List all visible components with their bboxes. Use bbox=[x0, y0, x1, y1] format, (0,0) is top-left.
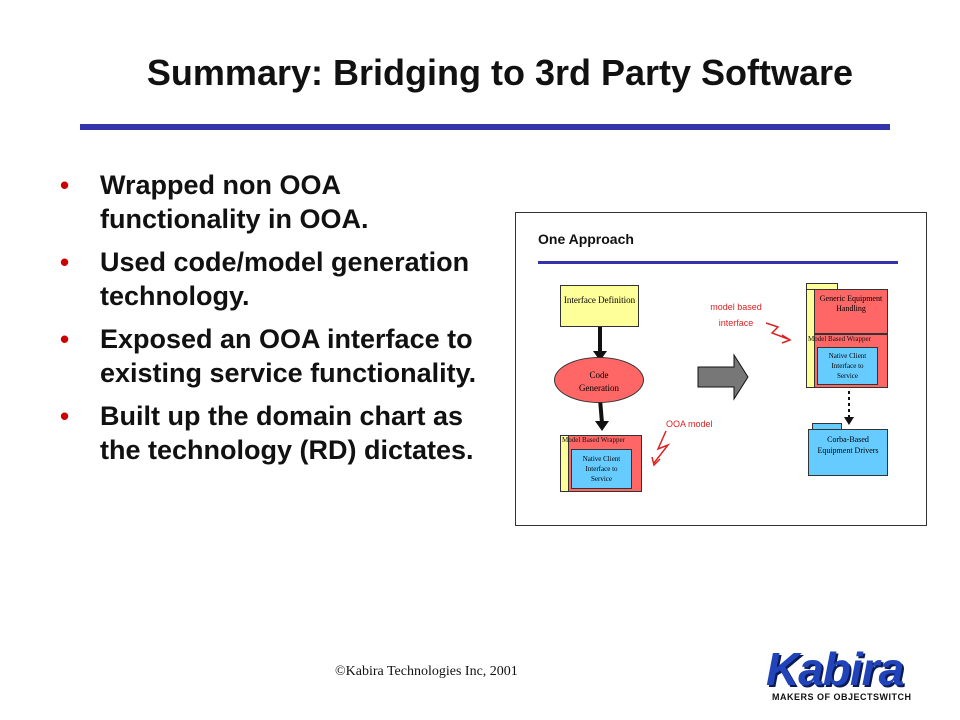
generic-equipment-box: Generic Equipment Handling bbox=[814, 289, 888, 334]
code-generation-node: Code Generation bbox=[554, 357, 644, 403]
interface-lightning bbox=[765, 322, 789, 340]
bullet-text: Exposed an OOA interface to existing ser… bbox=[100, 324, 477, 388]
interface-lightning-head bbox=[781, 334, 792, 344]
bullet-list: • Wrapped non OOA functionality in OOA. •… bbox=[60, 168, 480, 476]
left-native-label: Native Client Interface to Service bbox=[582, 455, 621, 483]
slide-title: Summary: Bridging to 3rd Party Software bbox=[146, 52, 854, 93]
ooa-lightning-head bbox=[651, 456, 661, 467]
right-native-box: Native Client Interface to Service bbox=[817, 347, 878, 385]
right-wrapper-tab bbox=[806, 283, 838, 291]
bullet-text: Built up the domain chart as the technol… bbox=[100, 401, 474, 465]
right-wrapper-label: Model Based Wrapper bbox=[808, 335, 871, 343]
bullet-icon: • bbox=[60, 324, 70, 354]
title-underline bbox=[80, 124, 890, 130]
dashed-arrowhead bbox=[844, 417, 854, 425]
diagram-underline bbox=[538, 261, 898, 264]
transform-arrow bbox=[697, 353, 749, 401]
bullet-text: Wrapped non OOA functionality in OOA. bbox=[100, 170, 369, 234]
model-based-interface-label: model based interface bbox=[710, 302, 762, 328]
arrow-to-wrapper bbox=[598, 398, 604, 424]
arrowhead-to-wrapper bbox=[595, 421, 609, 431]
bullet-item: • Used code/model generation technology. bbox=[60, 245, 480, 313]
ooa-lightning bbox=[653, 430, 671, 464]
left-wrapper-label: Model Based Wrapper bbox=[562, 436, 625, 444]
footer-copyright: ©Kabira Technologies Inc, 2001 bbox=[335, 664, 518, 679]
bullet-icon: • bbox=[60, 247, 70, 277]
bullet-item: • Wrapped non OOA functionality in OOA. bbox=[60, 168, 480, 236]
kabira-logo: Kabira MAKERS OF OBJECTSWITCH bbox=[766, 643, 946, 708]
interface-definition-box: Interface Definition bbox=[560, 285, 639, 327]
arrowhead-to-codegen bbox=[593, 351, 607, 361]
diagram-title: One Approach bbox=[538, 231, 634, 247]
code-generation-label: Code Generation bbox=[579, 370, 619, 393]
right-native-label: Native Client Interface to Service bbox=[828, 352, 867, 380]
logo-wordmark: Kabira bbox=[766, 643, 904, 695]
bullet-text: Used code/model generation technology. bbox=[100, 247, 470, 311]
corba-drivers-label: Corba-Based Equipment Drivers bbox=[817, 435, 879, 455]
bullet-item: • Built up the domain chart as the techno… bbox=[60, 399, 480, 467]
bullet-icon: • bbox=[60, 170, 70, 200]
left-native-box: Native Client Interface to Service bbox=[571, 449, 632, 489]
generic-equipment-label: Generic Equipment Handling bbox=[819, 294, 883, 313]
corba-drivers-box: Corba-Based Equipment Drivers bbox=[808, 429, 888, 476]
ooa-model-label: OOA model bbox=[666, 419, 713, 429]
bullet-item: • Exposed an OOA interface to existing se… bbox=[60, 322, 480, 390]
bullet-icon: • bbox=[60, 401, 70, 431]
approach-diagram: One Approach Interface Definition Code G… bbox=[515, 212, 927, 526]
diagram-connectors bbox=[593, 322, 854, 467]
interface-definition-label: Interface Definition bbox=[563, 295, 636, 305]
logo-tagline: MAKERS OF OBJECTSWITCH bbox=[772, 692, 912, 702]
corba-tab bbox=[812, 423, 842, 431]
